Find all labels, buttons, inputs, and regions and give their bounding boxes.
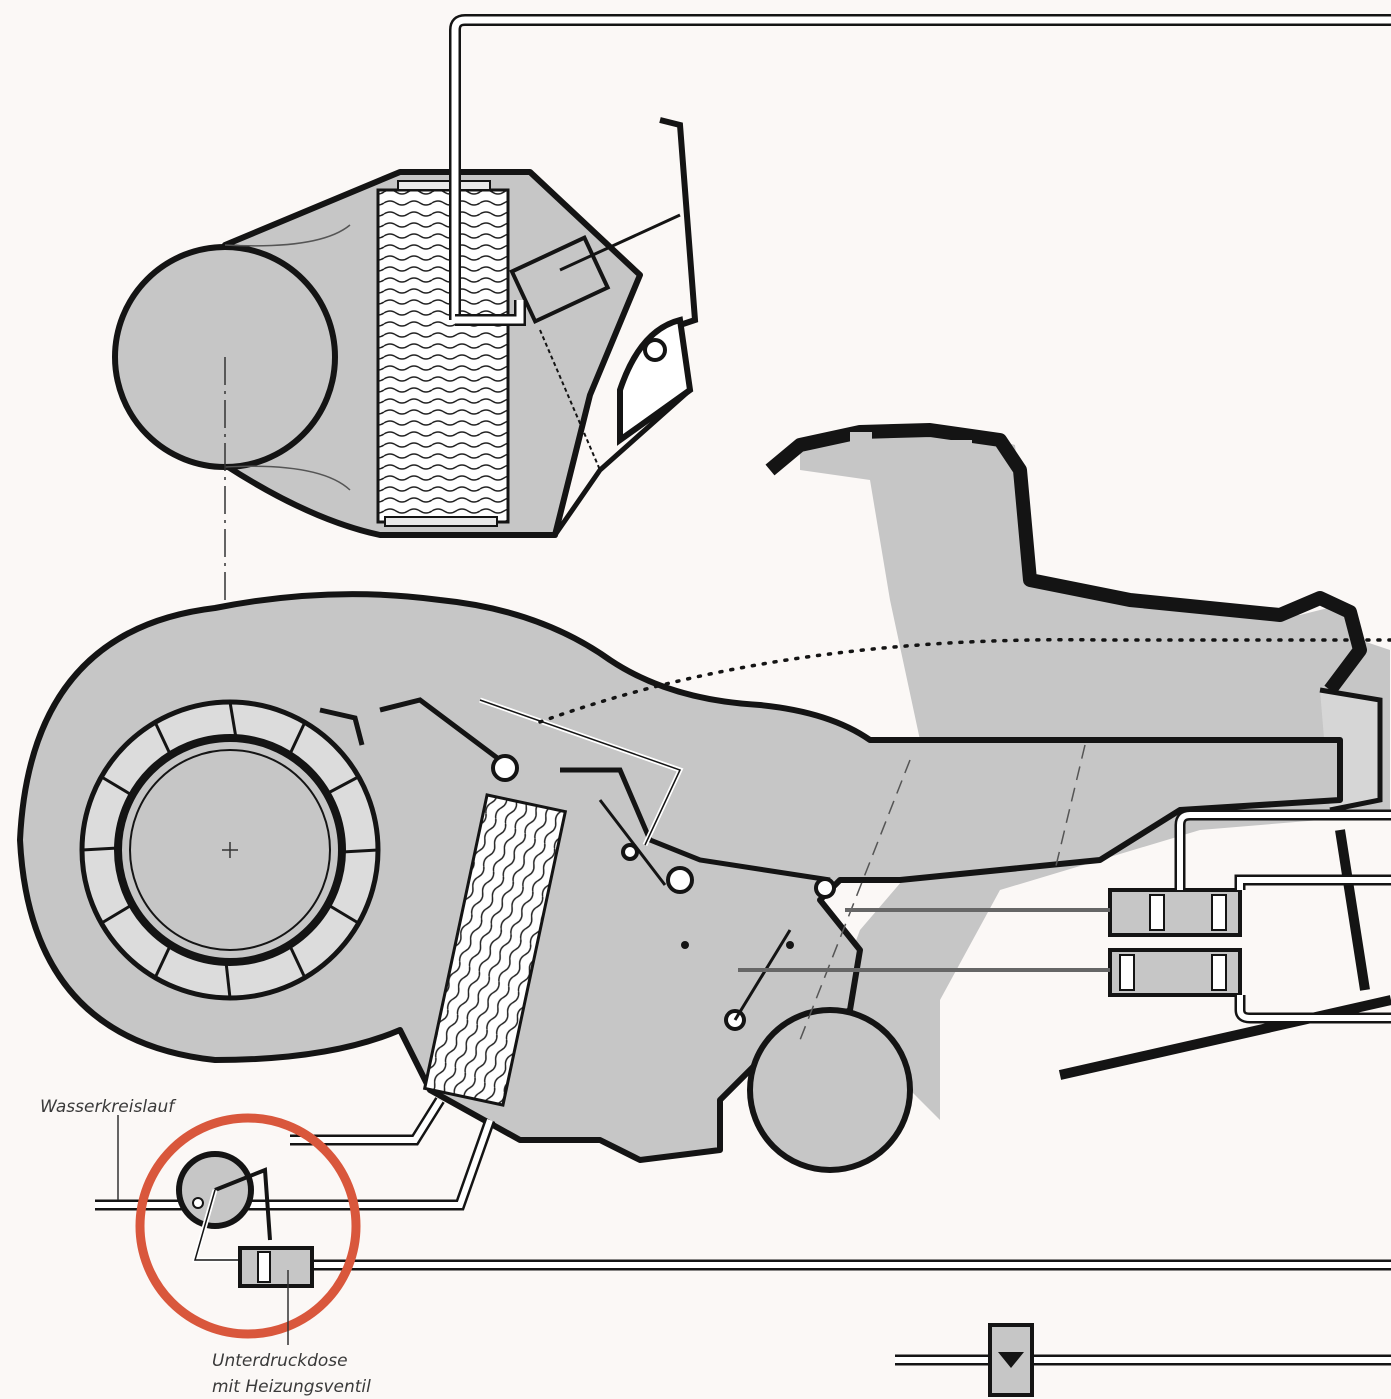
label-vacuum-unit-line1: Unterdruckdose [212,1351,348,1371]
lower-duct-circle [747,1007,913,1173]
upper-heater-housing [112,117,699,538]
label-vacuum-unit-line2: mit Heizungsventil [212,1377,371,1397]
airflow-dotted-arc [538,637,1391,724]
upper-heat-exchanger [376,188,510,524]
main-blower-housing [17,591,1343,1173]
heater-valve-assembly [135,1113,361,1339]
vacuum-actuators [738,809,1391,1024]
label-water-circuit: Wasserkreislauf [40,1097,177,1117]
lower-heat-exchanger [422,793,568,1107]
bottom-right-valve [988,1323,1034,1397]
valve-highlight-ring [135,1113,361,1339]
